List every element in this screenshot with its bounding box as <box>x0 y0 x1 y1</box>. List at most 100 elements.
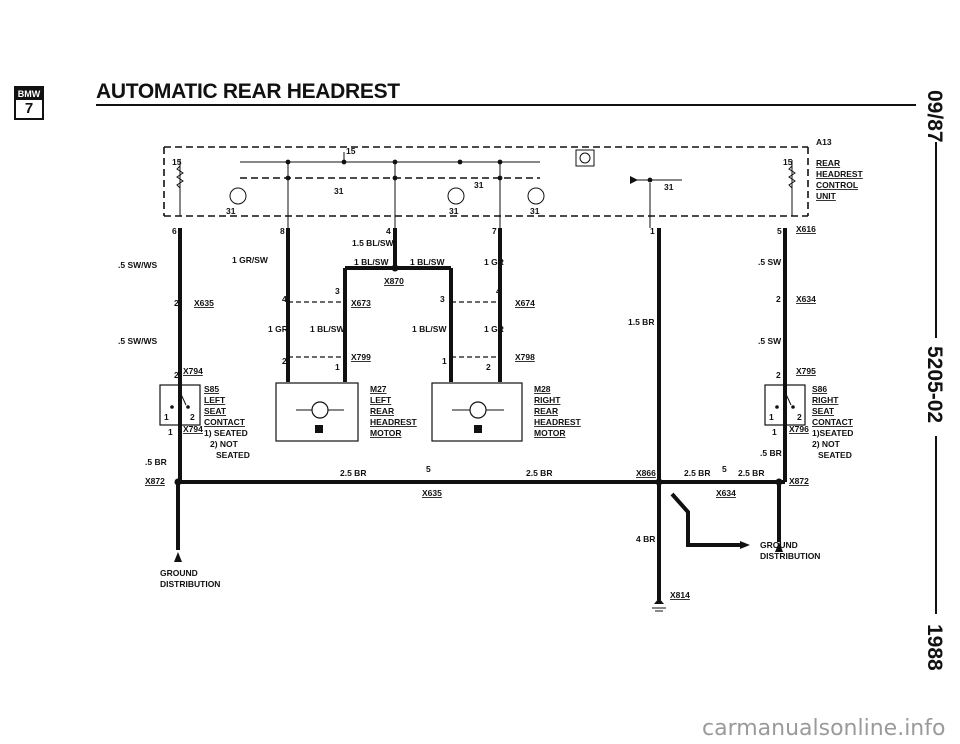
side-rule-2 <box>935 436 937 614</box>
ground-left-line-2: DISTRIBUTION <box>160 579 220 589</box>
m27-id: M27 <box>370 384 387 394</box>
wire-traces <box>174 228 787 612</box>
wire-bl-sw-a: 1 BL/SW <box>354 257 389 267</box>
logo-brand: BMW <box>16 88 42 100</box>
conn-x634-top: X634 <box>796 294 816 304</box>
conn-x635-bot: X635 <box>422 488 442 498</box>
conn-x673: X673 <box>351 298 371 308</box>
m27-line-2: REAR <box>370 406 394 416</box>
conn-x796: X796 <box>789 424 809 434</box>
conn-x872-left: X872 <box>145 476 165 486</box>
pin-x799-b: 1 <box>335 362 340 372</box>
pin-1: 1 <box>650 226 655 236</box>
s85-note-3: SEATED <box>216 450 250 460</box>
s86-line-1: RIGHT <box>812 395 839 405</box>
motor-m27: M27 LEFT REAR HEADREST MOTOR <box>275 382 418 442</box>
conn-x866: X866 <box>636 468 656 478</box>
wire-br-bus-mid: 2.5 BR <box>526 468 552 478</box>
wire-gr-right: 1 GR <box>484 324 504 334</box>
s86-line-3: CONTACT <box>812 417 854 427</box>
wire-sw-right-2: .5 SW <box>758 336 782 346</box>
ground-distribution-labels: GROUND DISTRIBUTION GROUND DISTRIBUTION <box>160 540 820 589</box>
a13-pin-15-right: 15 <box>783 157 793 167</box>
m28-line-2: REAR <box>534 406 558 416</box>
conn-x795: X795 <box>796 366 816 376</box>
a13-name-line-3: CONTROL <box>816 180 858 190</box>
watermark-footer: carmanualsonline.info <box>702 716 946 741</box>
pin-x794: 2 <box>174 370 179 380</box>
wire-gr-sw: 1 GR/SW <box>232 255 269 265</box>
s86-line-2: SEAT <box>812 406 835 416</box>
ground-label-4: 31 <box>474 180 484 190</box>
a13-name-line-2: HEADREST <box>816 169 864 179</box>
pin-bus-5a: 5 <box>426 464 431 474</box>
s86-note-1: 1)SEATED <box>812 428 853 438</box>
title-rule <box>96 104 916 106</box>
s85-note-2: 2) NOT <box>210 439 239 449</box>
pin-numbers: 6 8 4 7 1 5 <box>172 226 782 236</box>
conn-x794-top: X794 <box>183 366 203 376</box>
s85-id: S85 <box>204 384 219 394</box>
conn-x634-bot: X634 <box>716 488 736 498</box>
pin-x674-a: 3 <box>440 294 445 304</box>
pin-4: 4 <box>386 226 391 236</box>
connector-pin-numbers: 2 4 3 3 4 2 2 1 1 2 2 2 1 1 5 5 <box>168 286 781 474</box>
pin-x798-b: 2 <box>486 362 491 372</box>
pin-8: 8 <box>280 226 285 236</box>
s85-note-1: 1) SEATED <box>204 428 248 438</box>
m28-id: M28 <box>534 384 551 394</box>
s86-pin-2: 2 <box>797 412 802 422</box>
wire-bl-sw-left: 1 BL/SW <box>310 324 345 334</box>
s85-pin-2: 2 <box>190 412 195 422</box>
pin-7: 7 <box>492 226 497 236</box>
pin-x794-b: 1 <box>168 427 173 437</box>
wire-bl-sw-center: 1.5 BL/SW <box>352 238 395 248</box>
m28-line-1: RIGHT <box>534 395 561 405</box>
a13-name-line-4: UNIT <box>816 191 837 201</box>
pin-x795: 2 <box>776 370 781 380</box>
s85-pin-1: 1 <box>164 412 169 422</box>
ground-left-line-1: GROUND <box>160 568 198 578</box>
connector-labels: X616 X870 X635 X673 X674 X634 X799 X798 … <box>145 224 816 600</box>
pin-5: 5 <box>777 226 782 236</box>
conn-x872-right: X872 <box>789 476 809 486</box>
wire-br-right: .5 BR <box>760 448 782 458</box>
pin-x798-a: 1 <box>442 356 447 366</box>
conn-x799: X799 <box>351 352 371 362</box>
m27-line-1: LEFT <box>370 395 392 405</box>
s86-pin-1: 1 <box>769 412 774 422</box>
ground-right-line-2: DISTRIBUTION <box>760 551 820 561</box>
m28-line-3: HEADREST <box>534 417 582 427</box>
wire-br-center: 1.5 BR <box>628 317 654 327</box>
s85-line-1: LEFT <box>204 395 226 405</box>
pin-bus-5b: 5 <box>722 464 727 474</box>
wire-sw-ws-2: .5 SW/WS <box>118 336 158 346</box>
wire-gr-left: 1 GR <box>268 324 288 334</box>
wire-bl-sw-right: 1 BL/SW <box>412 324 447 334</box>
m27-line-3: HEADREST <box>370 417 418 427</box>
wire-br-bus-r2: 2.5 BR <box>738 468 764 478</box>
s85-line-2: SEAT <box>204 406 227 416</box>
pin-x799-a: 2 <box>282 356 287 366</box>
a13-id: A13 <box>816 137 832 147</box>
wire-labels: .5 SW/WS .5 SW/WS 1 GR/SW 1.5 BL/SW 1 BL… <box>118 238 782 544</box>
side-rule-1 <box>935 142 937 338</box>
logo-series: 7 <box>24 100 34 117</box>
pin-x796: 1 <box>772 427 777 437</box>
conn-x616: X616 <box>796 224 816 234</box>
pin-x673-b: 3 <box>335 286 340 296</box>
pin-x635: 2 <box>174 298 179 308</box>
seat-contact-s85: S85 LEFT SEAT CONTACT 1) SEATED 2) NOT S… <box>159 384 250 460</box>
conn-x794-bot: X794 <box>183 424 203 434</box>
conn-x870: X870 <box>384 276 404 286</box>
m28-line-4: MOTOR <box>534 428 565 438</box>
s86-note-2: 2) NOT <box>812 439 841 449</box>
s86-id: S86 <box>812 384 827 394</box>
conn-x674: X674 <box>515 298 535 308</box>
ground-label-1: 31 <box>226 206 236 216</box>
a13-name-line-1: REAR <box>816 158 840 168</box>
seat-contact-s86: S86 RIGHT SEAT CONTACT 1)SEATED 2) NOT S… <box>764 384 854 460</box>
wire-gr-top: 1 GR <box>484 257 504 267</box>
wire-br-down: 4 BR <box>636 534 655 544</box>
conn-x814: X814 <box>670 590 690 600</box>
